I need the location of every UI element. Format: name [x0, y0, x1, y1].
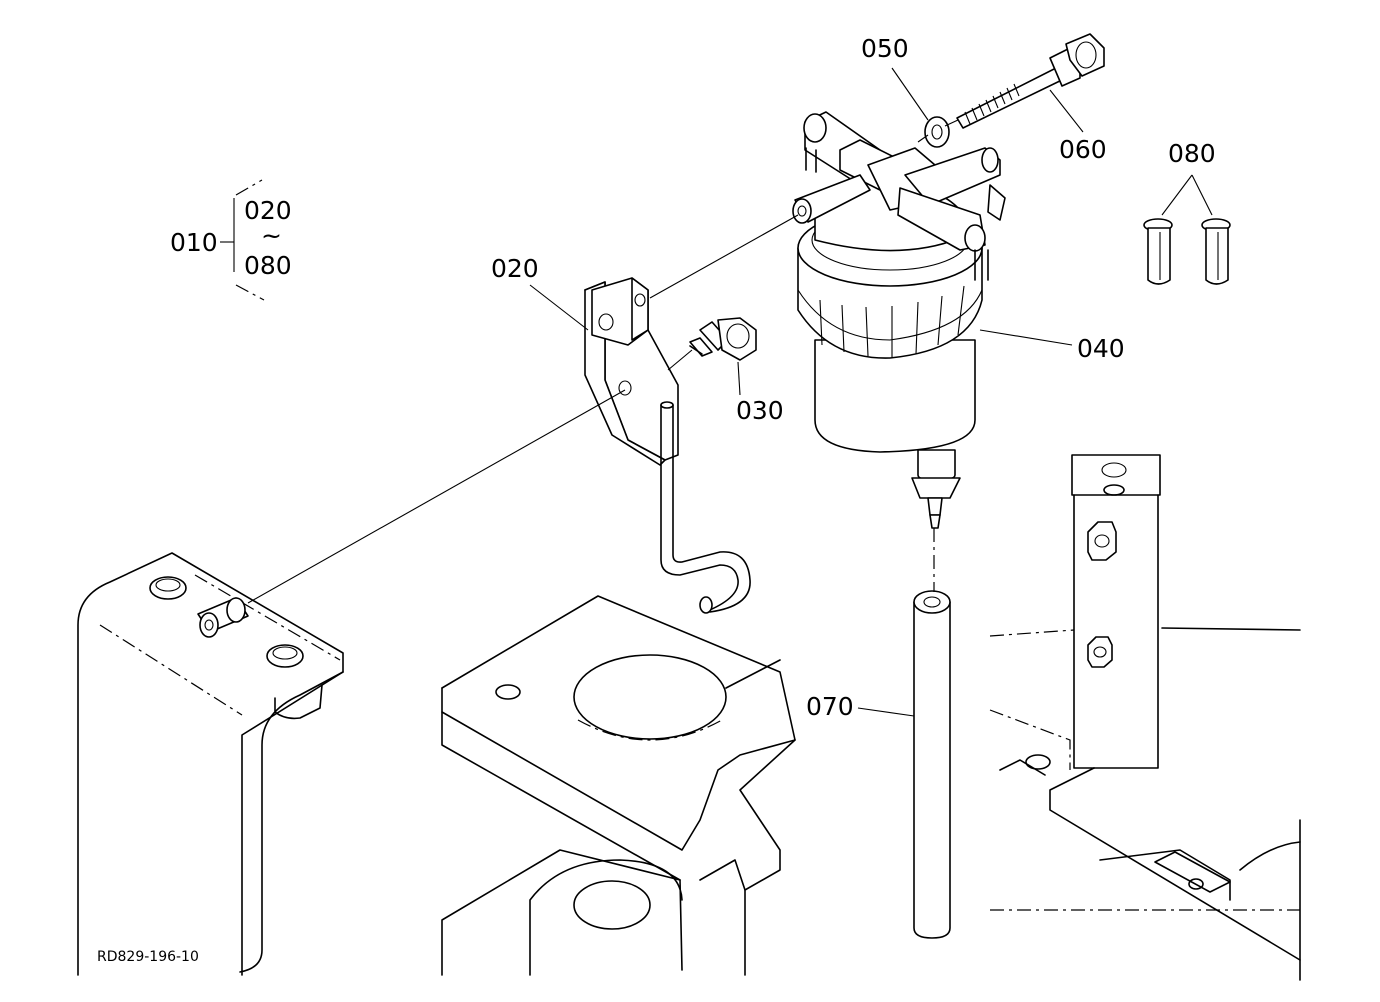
label-030: 030 — [736, 396, 784, 425]
pin-right — [1201, 218, 1231, 285]
filter-bracket — [584, 277, 679, 466]
hose-070 — [913, 528, 951, 939]
label-020: 020 — [491, 254, 539, 283]
label-010: 010 — [170, 228, 218, 257]
assembly-lines — [247, 119, 959, 604]
label-040: 040 — [1077, 334, 1125, 363]
pins-080 — [1143, 218, 1231, 285]
bolt-060 — [956, 33, 1105, 129]
mount-plate — [441, 595, 796, 976]
nut-lower — [1087, 636, 1113, 668]
label-070: 070 — [806, 692, 854, 721]
label-range-start: 020 — [244, 196, 292, 225]
reference-code: RD829-196-10 — [97, 949, 199, 965]
j-rod — [660, 401, 751, 614]
leader-lines — [220, 67, 1213, 717]
vertical-bracket — [1071, 454, 1161, 769]
pin-left — [1143, 218, 1173, 285]
frame-right — [989, 627, 1301, 981]
label-range-sep: ~ — [261, 221, 282, 250]
frame-left — [77, 552, 344, 976]
label-060: 060 — [1059, 135, 1107, 164]
washer-050 — [924, 116, 950, 148]
spacer-collar — [197, 597, 249, 638]
nut-upper — [1087, 521, 1117, 561]
label-050: 050 — [861, 34, 909, 63]
bolt-030 — [689, 317, 757, 361]
label-range-end: 080 — [244, 251, 292, 280]
fuel-filter-040 — [792, 111, 1006, 529]
label-080: 080 — [1168, 139, 1216, 168]
